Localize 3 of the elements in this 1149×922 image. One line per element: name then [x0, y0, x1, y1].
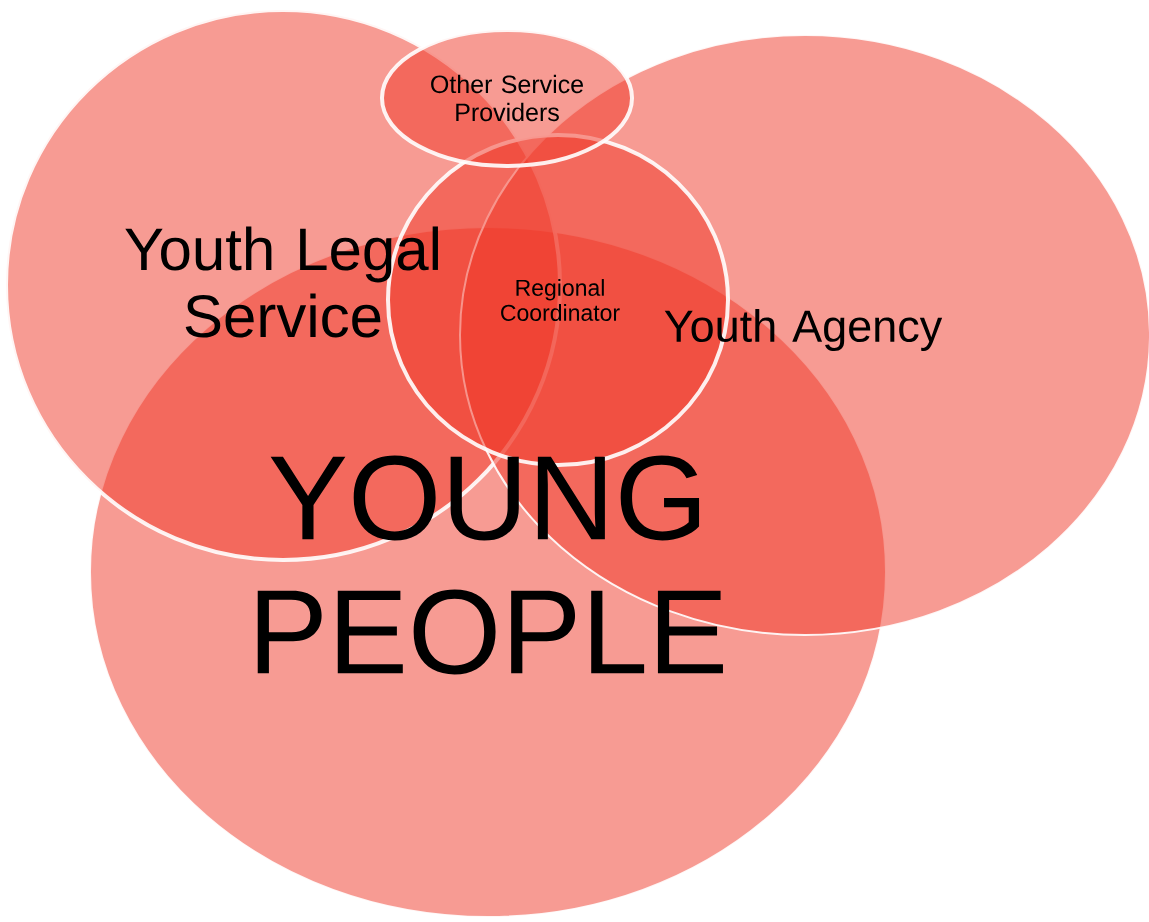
venn-ellipse: [380, 28, 634, 168]
ellipse-label: Other Service Providers: [431, 74, 583, 122]
ellipse-label: Regional Coordinator: [501, 279, 620, 321]
